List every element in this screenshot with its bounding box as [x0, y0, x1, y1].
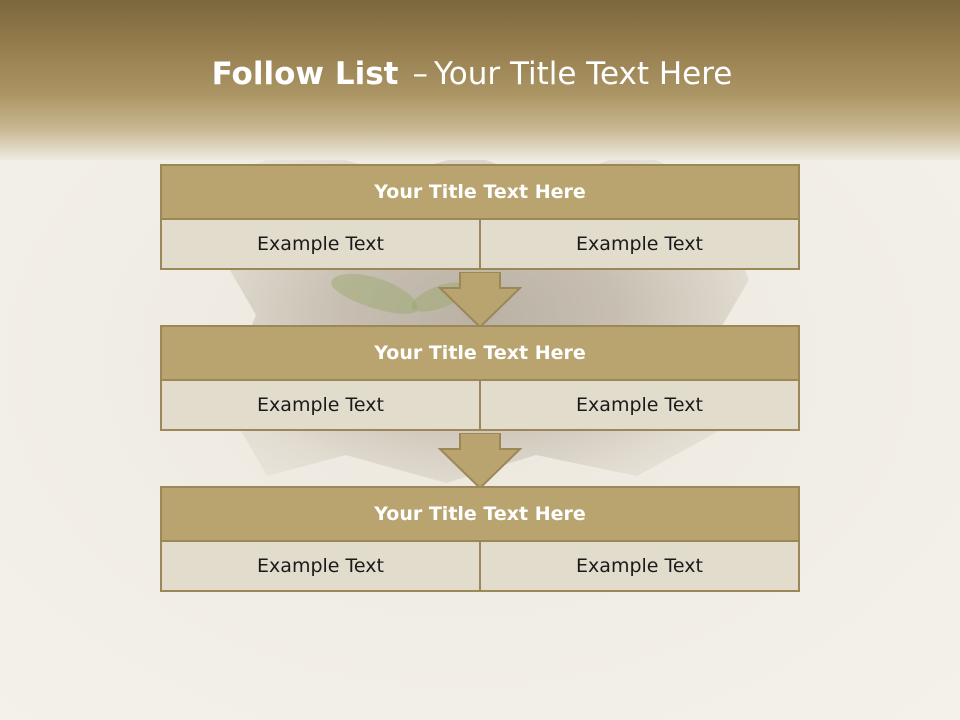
block-row: Example Text Example Text [160, 542, 800, 592]
header-band [0, 0, 960, 160]
block-title: Your Title Text Here [160, 164, 800, 220]
block-cell-left: Example Text [160, 381, 481, 431]
down-arrow-icon [438, 272, 522, 328]
title-separator: – [412, 56, 428, 92]
block-cell-right: Example Text [481, 542, 800, 592]
block-row: Example Text Example Text [160, 381, 800, 431]
title-bold: Follow List [211, 56, 399, 92]
slide-title: Follow List–Your Title Text Here [0, 56, 944, 92]
block-cell-left: Example Text [160, 220, 481, 270]
block-cell-right: Example Text [481, 381, 800, 431]
block-cell-right: Example Text [481, 220, 800, 270]
block-title: Your Title Text Here [160, 486, 800, 542]
list-block-1: Your Title Text Here Example Text Exampl… [160, 164, 800, 270]
title-rest: Your Title Text Here [433, 56, 733, 92]
down-arrow-icon [438, 433, 522, 489]
block-row: Example Text Example Text [160, 220, 800, 270]
list-block-2: Your Title Text Here Example Text Exampl… [160, 325, 800, 431]
block-title: Your Title Text Here [160, 325, 800, 381]
block-cell-left: Example Text [160, 542, 481, 592]
list-block-3: Your Title Text Here Example Text Exampl… [160, 486, 800, 592]
